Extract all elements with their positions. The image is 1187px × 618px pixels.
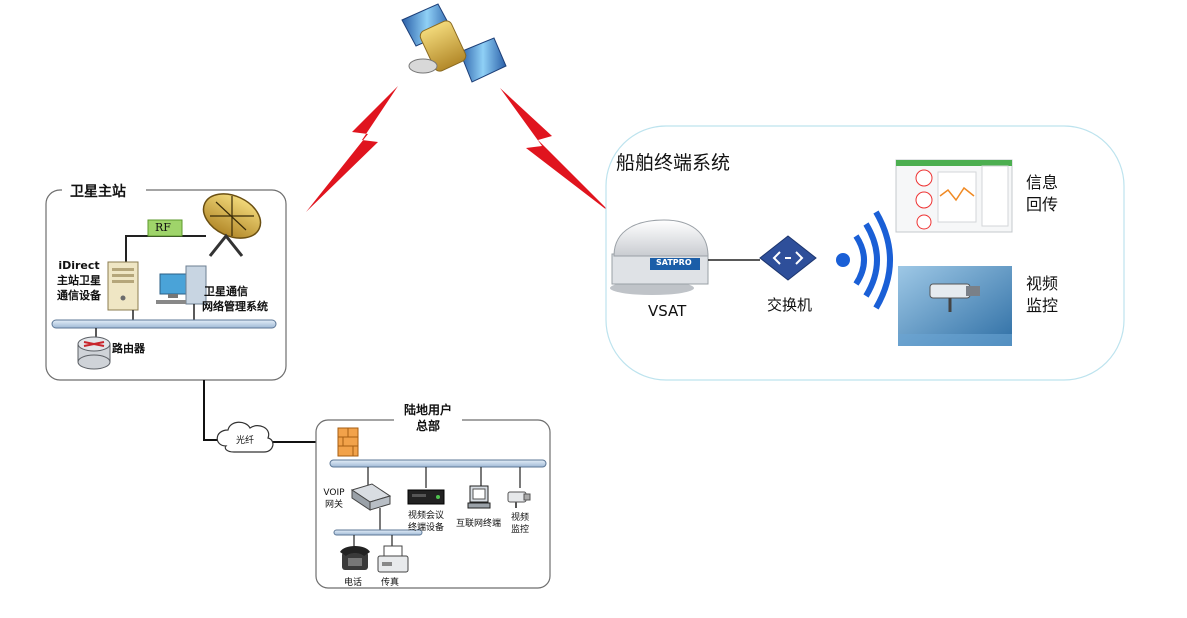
station-title: 卫星主站	[70, 184, 126, 200]
vsat-brand: SATPRO	[656, 258, 692, 267]
server-icon	[107, 261, 139, 311]
switch-label: 交换机	[767, 296, 813, 314]
video-monitoring-thumbnail	[898, 266, 1012, 346]
voip-label: VOIP 网关	[323, 488, 345, 510]
hq-lan-bus	[329, 459, 547, 468]
internet-terminal-icon	[467, 485, 491, 509]
lightning-bolt-right	[500, 88, 612, 214]
hq-title: 陆地用户 总部	[403, 403, 452, 433]
router-label: 路由器	[112, 342, 145, 355]
workstation-icon	[156, 265, 207, 305]
cctv-label: 视频 监控	[510, 513, 529, 535]
vsat-dome-icon	[610, 219, 709, 295]
fiber-label: 光纤	[236, 436, 255, 446]
phone-bus	[333, 529, 423, 536]
info-backhaul-label: 信息 回传	[1026, 173, 1059, 214]
video-monitoring-label: 视频 监控	[1026, 274, 1059, 315]
rf-label: RF	[155, 221, 171, 234]
lightning-bolt-left	[306, 86, 398, 212]
router-icon	[77, 336, 111, 370]
switch-icon	[759, 235, 817, 281]
nms-label: 卫星通信 网络管理系统	[202, 285, 268, 313]
vsat-label: VSAT	[648, 302, 687, 320]
cloud-icon	[216, 421, 274, 453]
firewall-icon	[337, 427, 359, 457]
info-dashboard-thumbnail	[895, 159, 1013, 233]
satellite-icon	[401, 3, 507, 83]
wifi-signal-icon	[836, 210, 893, 310]
fax-label: 传真	[381, 578, 400, 588]
voip-gateway-icon	[350, 483, 392, 511]
phone-icon	[340, 546, 370, 570]
fax-icon	[377, 545, 409, 573]
phone-label: 电话	[344, 578, 363, 588]
idirect-device-label: iDirect 主站卫星 通信设备	[57, 259, 101, 302]
ship-title: 船舶终端系统	[616, 152, 731, 174]
video-conference-terminal-icon	[407, 489, 445, 505]
cctv-camera-icon	[507, 491, 531, 508]
video-conference-label: 视频会议 终端设备	[407, 511, 444, 533]
internet-terminal-label: 互联网终端	[456, 519, 502, 529]
station-lan-bus	[51, 319, 277, 329]
dish-antenna-icon	[202, 193, 262, 257]
rf-tag	[147, 219, 183, 237]
